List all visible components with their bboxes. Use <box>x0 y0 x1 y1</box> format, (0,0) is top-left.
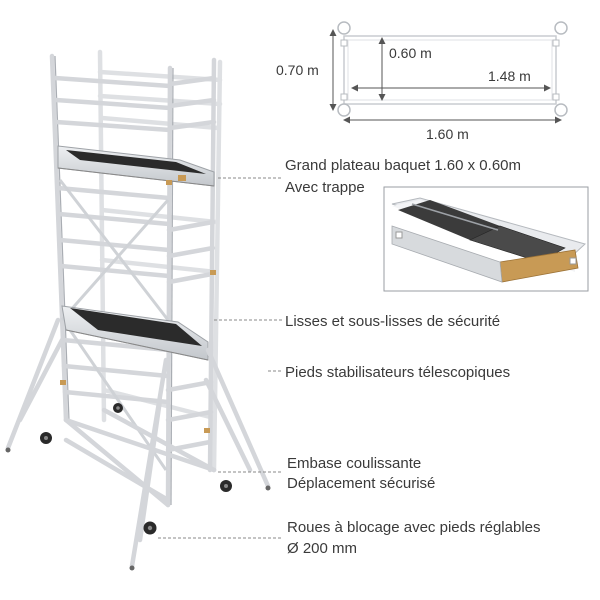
lower-deck <box>70 308 202 346</box>
dim-width-outer: 0.70 m <box>276 62 319 78</box>
platform-detail-inset <box>383 186 589 292</box>
leader-lines <box>158 177 282 539</box>
dim-width-inner: 0.60 m <box>389 45 432 61</box>
lower-platform <box>61 305 209 361</box>
callout-wheels-title: Roues à blocage avec pieds réglables <box>287 519 541 536</box>
wheel-icon <box>113 403 123 413</box>
top-view-plan: 0.70 m 0.60 m 1.48 m 1.60 m <box>276 21 568 142</box>
corner-post-icon <box>337 21 351 35</box>
dim-length-inner: 1.48 m <box>488 68 531 84</box>
inset-deck <box>398 200 500 240</box>
upper-platform <box>57 145 215 187</box>
callout-platform-title: Grand plateau baquet 1.60 x 0.60m <box>285 157 521 174</box>
dim-length-outer: 1.60 m <box>426 126 469 142</box>
corner-post-icon <box>337 103 351 117</box>
wheel-icon <box>143 521 157 535</box>
wheel-icon <box>40 432 52 444</box>
corner-post-icon <box>554 103 568 117</box>
ladder-rungs <box>52 75 173 405</box>
callout-platform-subtitle: Avec trappe <box>285 179 365 196</box>
stabilizer-legs <box>5 317 271 571</box>
callout-guardrails: Lisses et sous-lisses de sécurité <box>285 313 500 330</box>
scaffold-tower <box>5 49 271 571</box>
corner-post-icon <box>554 21 568 35</box>
inset-hatch <box>469 225 566 263</box>
callout-stabilizers: Pieds stabilisateurs télescopiques <box>285 364 510 381</box>
callout-wheels-subtitle: Ø 200 mm <box>287 540 357 557</box>
wheel-icon <box>220 480 232 492</box>
callout-base-title: Embase coulissante <box>287 455 421 472</box>
callout-base-subtitle: Déplacement sécurisé <box>287 475 435 492</box>
upper-deck <box>66 150 206 174</box>
